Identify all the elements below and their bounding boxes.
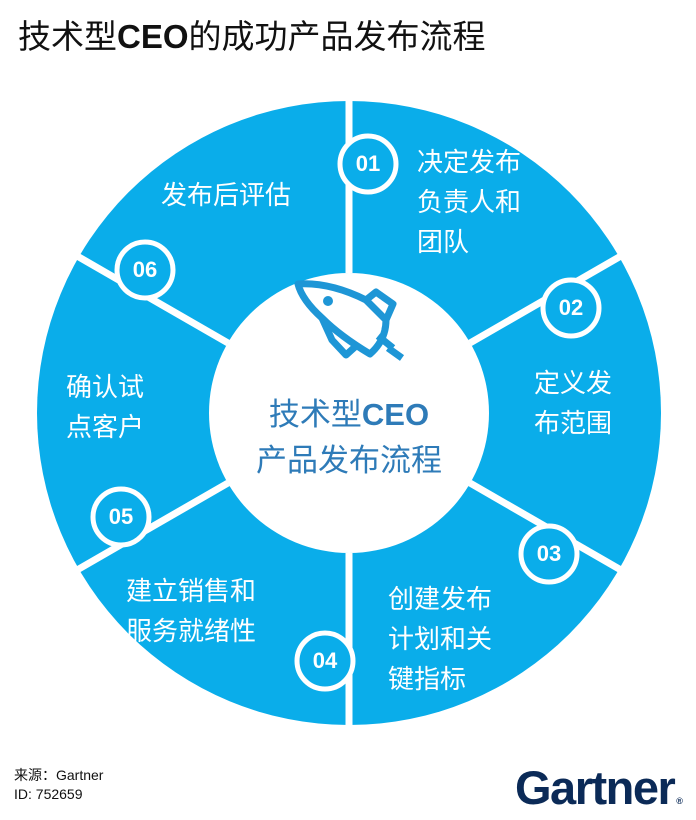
center-circle [209,273,489,553]
source-text: 来源：Gartner [14,767,104,783]
step-02-line-2: 布范围 [534,409,613,439]
step-01-number: 01 [355,151,381,176]
step-04-label: 建立销售和 服务就绪性 [126,572,256,652]
step-04-number: 04 [312,648,338,673]
step-01-line-3: 团队 [417,228,470,258]
step-06-line-1: 发布后评估 [161,181,292,211]
step-03-line-2: 计划和关 [388,625,493,655]
step-01-line-2: 负责人和 [417,188,522,218]
step-04-line-2: 服务就绪性 [126,617,257,647]
step-02-line-1: 定义发 [534,369,613,399]
source-note: 来源：Gartner ID: 752659 [14,766,103,804]
step-03-line-3: 键指标 [388,665,467,695]
step-03-label: 创建发布 计划和关 键指标 [388,580,492,700]
step-05-line-2: 点客户 [66,413,145,443]
step-02-label: 定义发 布范围 [534,364,612,444]
title-prefix: 技术型 [18,17,117,56]
step-05-label: 确认试 点客户 [66,368,144,448]
center-title-latin: CEO [361,397,430,432]
gartner-logo: Gartner® [515,760,683,815]
page-title: 技术型CEO的成功产品发布流程 [18,10,486,58]
step-06-label: 发布后评估 [161,176,291,216]
step-03-number: 03 [536,541,562,566]
step-05-number: 05 [108,504,134,529]
step-06-number: 06 [132,257,158,282]
step-01-line-1: 决定发布 [417,148,522,178]
step-03-line-1: 创建发布 [388,585,493,615]
rocket-window [323,296,333,306]
registered-mark: ® [676,796,683,806]
document-id: ID: 752659 [14,786,83,802]
center-title-line1: 技术型CEO [209,392,489,438]
step-02-number: 02 [558,295,584,320]
title-suffix: 的成功产品发布流程 [188,17,486,56]
logo-text: Gartner [515,761,676,814]
rocket-icon [294,280,405,361]
step-05-line-1: 确认试 [66,373,145,403]
step-01-label: 决定发布 负责人和 团队 [417,143,521,263]
center-title-prefix: 技术型 [268,397,362,433]
step-04-line-1: 建立销售和 [126,577,257,607]
title-latin: CEO [117,18,189,55]
center-title-line2: 产品发布流程 [256,443,442,479]
